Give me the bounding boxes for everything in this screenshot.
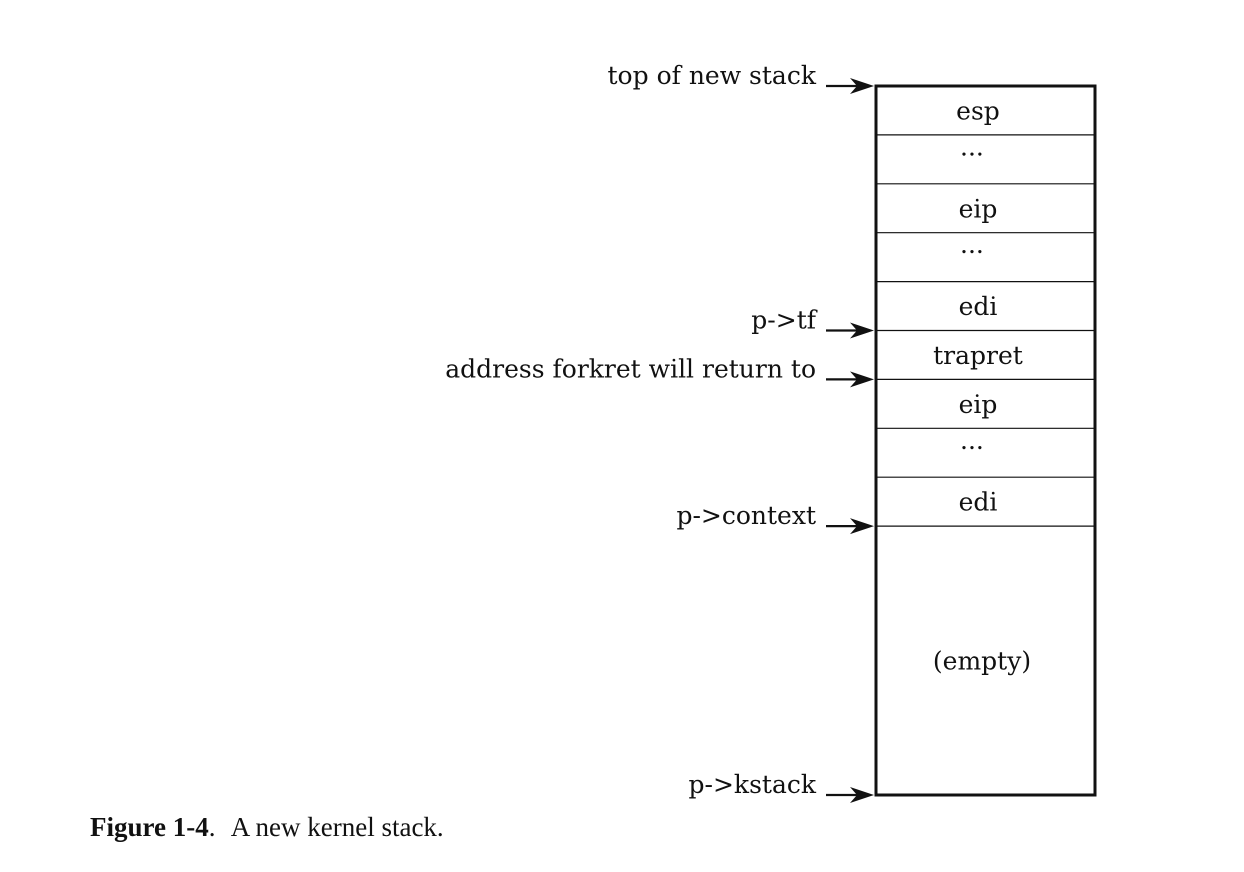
stack-slot-label: eip	[959, 390, 998, 419]
pointer-arrow-head	[850, 78, 874, 94]
figure-separator: .	[208, 812, 216, 842]
pointer-arrow-head	[850, 787, 874, 803]
stack-slot-label: edi	[959, 488, 998, 517]
stack-slot-label: ...	[960, 132, 984, 161]
pointer-arrow-head	[850, 371, 874, 388]
stack-slot-label: ...	[960, 426, 984, 455]
pointer-label: top of new stack	[608, 61, 817, 90]
stack-column: esp... eip... edi trapret eip... edi (empty)	[874, 84, 1097, 797]
pointer-label: p->kstack	[689, 770, 817, 799]
pointer-label: p->context	[676, 501, 816, 530]
stack-empty-label: (empty)	[933, 647, 1031, 676]
stack-slot-label: trapret	[933, 341, 1023, 370]
stack-slot-label: eip	[959, 194, 998, 223]
pointer-arrow-head	[850, 518, 874, 535]
stack-slot-label: edi	[959, 292, 998, 321]
figure-caption-text: A new kernel stack.	[230, 812, 444, 842]
pointer-arrow-head	[850, 322, 874, 339]
stack-slot-label: esp	[956, 96, 1000, 125]
figure-number: Figure 1-4	[90, 812, 209, 842]
pointer-arrows: top of new stack p->tf address forkret wil…	[445, 61, 874, 803]
stack-slot-label: ...	[960, 230, 984, 259]
pointer-label: address forkret will return to	[445, 354, 816, 383]
stack-outline	[874, 84, 1097, 797]
pointer-label: p->tf	[751, 306, 817, 335]
figure-caption: Figure 1-4. A new kernel stack.	[90, 812, 444, 843]
